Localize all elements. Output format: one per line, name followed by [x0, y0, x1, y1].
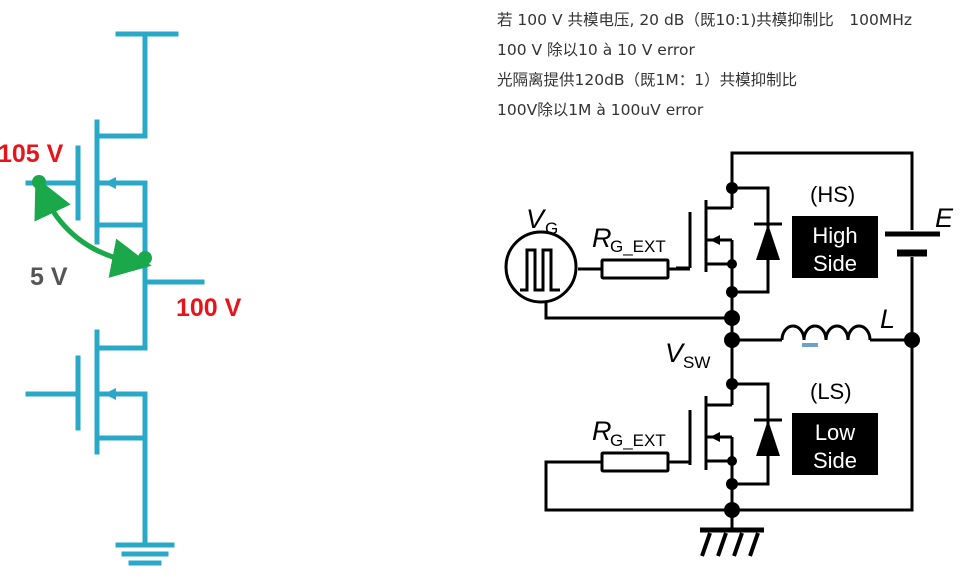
source-node-dot	[138, 251, 152, 265]
rg-top-label-main: R	[592, 223, 612, 253]
hs-mosfet	[688, 188, 734, 318]
hs-box-line-1: High	[812, 223, 857, 248]
ls-tag: (LS)	[810, 379, 852, 404]
right-circuit	[504, 151, 940, 557]
hs-gate-resistor	[600, 258, 670, 280]
vg-label-main: V	[526, 204, 547, 234]
ls-gate-resistor	[600, 451, 670, 473]
pulse-symbol	[520, 248, 560, 292]
ls-gate-loop-wire	[544, 460, 732, 512]
rg-bottom-label-sub: G_EXT	[610, 431, 666, 450]
note-line-2: 100 V 除以10 à 10 V error	[497, 41, 695, 59]
hs-box-line-2: Side	[813, 251, 857, 276]
vsw-label-main: V	[665, 338, 686, 368]
ls-body-diode	[732, 382, 782, 486]
vg-label-sub: G	[545, 219, 558, 238]
gate-node-dot	[32, 175, 46, 189]
circuit-nodes	[724, 182, 920, 518]
source-voltage-label: 100 V	[176, 294, 242, 322]
ls-box	[792, 413, 878, 475]
lower-mosfet	[25, 329, 148, 455]
vg-source	[504, 230, 578, 304]
vgs-arrow	[34, 176, 152, 278]
note-line-4: 100V除以1M à 100uV error	[497, 101, 704, 119]
hs-box	[792, 216, 878, 278]
supply-label: E	[935, 203, 954, 233]
rg-top-label-sub: G_EXT	[610, 237, 666, 256]
hs-tag: (HS)	[810, 182, 855, 207]
ls-box-line-2: Side	[813, 448, 857, 473]
inductor-label: L	[880, 304, 895, 334]
supply-e	[885, 231, 940, 257]
inductor-marker	[802, 343, 818, 347]
ground-symbol	[115, 542, 175, 566]
rg-bottom-label-main: R	[592, 416, 612, 446]
ground-hatch	[700, 532, 760, 557]
hs-body-diode	[732, 186, 782, 294]
top-rail	[730, 151, 914, 230]
ls-box-line-1: Low	[815, 420, 855, 445]
vg-return-wire	[544, 302, 732, 320]
gate-voltage-label: 105 V	[0, 140, 64, 168]
note-line-1: 若 100 V 共模电压, 20 dB（既10:1)共模抑制比 100MHz	[497, 11, 913, 29]
note-line-3: 光隔离提供120dB（既1M：1）共模抑制比	[497, 71, 798, 89]
ls-mosfet	[688, 372, 734, 510]
vsw-label-sub: SW	[683, 353, 710, 372]
inductor-coil	[780, 324, 872, 341]
vgs-label: 5 V	[30, 263, 68, 291]
